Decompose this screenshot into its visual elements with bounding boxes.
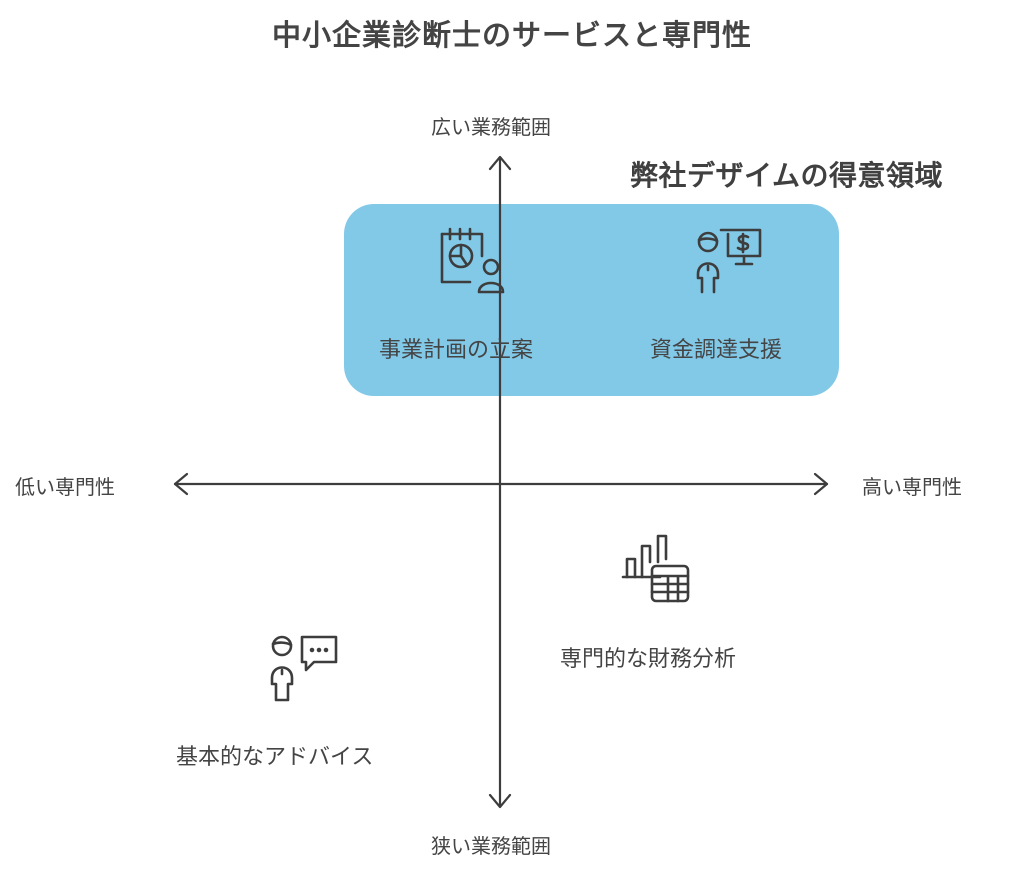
- item-label-basic-advice: 基本的なアドバイス: [176, 745, 374, 770]
- y-axis-top-label: 広い業務範囲: [431, 115, 551, 139]
- x-axis-right-label: 高い専門性: [862, 475, 962, 499]
- highlight-region: [344, 204, 839, 396]
- item-label-financial-analysis: 専門的な財務分析: [560, 647, 737, 672]
- bar-chart-table-icon: [620, 532, 696, 608]
- down-arrow-head-icon: [488, 793, 512, 809]
- person-speech-bubble-icon: [266, 632, 342, 706]
- presenter-dollar-screen-icon: [694, 224, 766, 296]
- right-arrow-head-icon: [813, 472, 829, 496]
- highlight-region-label: 弊社デザイムの得意領域: [630, 159, 943, 192]
- vertical-axis-line: [498, 156, 502, 808]
- calendar-chart-person-icon: [436, 226, 512, 298]
- diagram-title: 中小企業診断士のサービスと専門性: [271, 18, 752, 52]
- left-arrow-head-icon: [173, 472, 189, 496]
- item-label-business-plan: 事業計画の立案: [379, 338, 534, 363]
- up-arrow-head-icon: [488, 155, 512, 171]
- item-label-fundraising-support: 資金調達支援: [650, 338, 783, 363]
- x-axis-left-label: 低い専門性: [15, 475, 115, 499]
- y-axis-bottom-label: 狭い業務範囲: [431, 834, 551, 858]
- horizontal-axis-line: [173, 482, 829, 486]
